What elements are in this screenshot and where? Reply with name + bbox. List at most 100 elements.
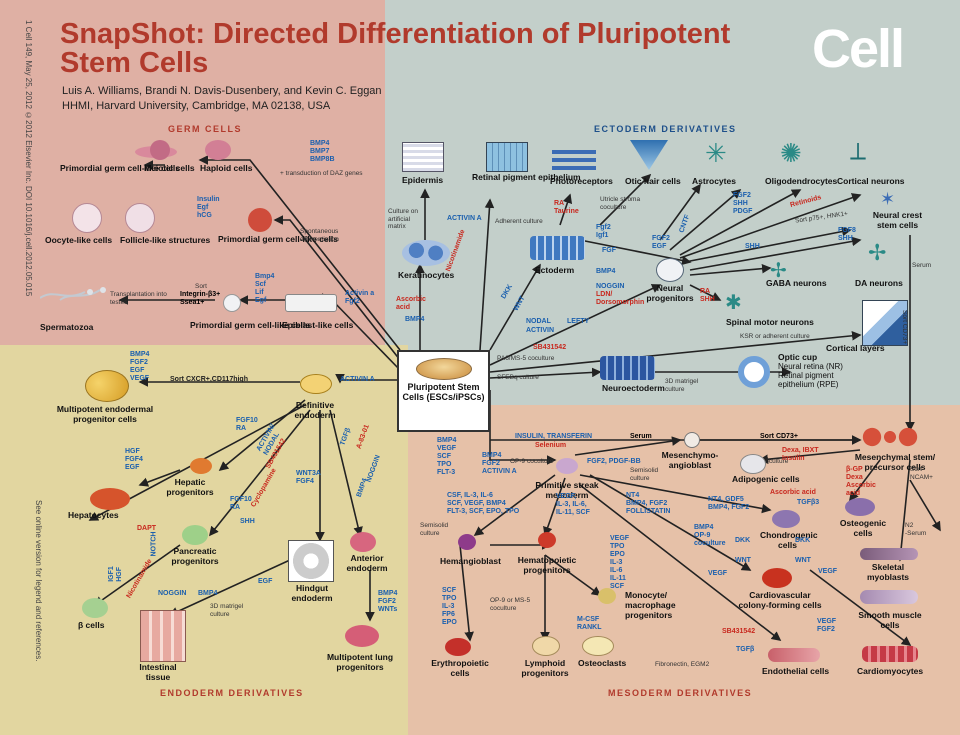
nt4-gdf5: NT4, GDF5 BMP4, FGF2 (708, 496, 750, 511)
ectoderm-icon (530, 236, 585, 260)
fgf10-ra2: FGF10 RA (230, 496, 252, 511)
lung-icon (345, 625, 379, 647)
optic-cup-icon (738, 356, 770, 388)
osteoclasts-label: Osteoclasts (578, 658, 627, 668)
anterior-label: Anterior endoderm (346, 553, 388, 573)
bmp4-op9: BMP4 OP-9 coculture (694, 524, 726, 547)
lung-label: Multipotent lung progenitors (326, 652, 394, 672)
follicle-label: Follicle-like structures (120, 235, 211, 245)
culture-dish-icon (415, 358, 472, 380)
fgf2-egf: FGF2 EGF (652, 235, 670, 250)
sfebq-note: SFEBq culture (497, 374, 539, 381)
haploid-label: Haploid cells (200, 163, 253, 173)
bmp4-meso2: BMP4 FGF2 ACTIVIN A (482, 452, 517, 475)
fgf-factor: FGF (602, 247, 616, 254)
epidermis-icon (402, 142, 444, 172)
side-note: See online version for legend and refere… (34, 500, 43, 662)
da-icon: ✢ (868, 240, 887, 265)
spermatozoa-icon (39, 284, 110, 302)
bmp4-ecto: BMP4 (596, 268, 616, 275)
bmp4-endo3: BMP4 (198, 590, 218, 597)
endothelial-label: Endothelial cells (762, 666, 830, 676)
pancreatic-icon (182, 525, 208, 545)
epidermis-label: Epidermis (402, 175, 444, 185)
vegf-meso3: VEGF (708, 570, 728, 577)
pgc-like3-label: Primordial germ cell-like cells (190, 320, 311, 330)
mesoderm-section-title: MESODERM DERIVATIVES (608, 688, 753, 698)
sb-meso: SB431542 (722, 628, 756, 635)
bmp4-meso: BMP4 VEGF SCF TPO FLT-3 (437, 437, 457, 476)
fibronectin: Fibronectin, EGM2 (655, 661, 710, 668)
spont-note: Spontaneous differentiation (300, 228, 339, 243)
authors-block: Luis A. Williams, Brandi N. Davis-Dusenb… (62, 84, 382, 114)
hematopoietic-icon (538, 532, 556, 548)
rpe-label: Retinal pigment epithelium (472, 172, 581, 182)
wnt-meso2: WNT (795, 557, 811, 564)
astrocytes-label: Astrocytes (692, 176, 736, 186)
pgc-cluster-icon (248, 208, 272, 232)
sort-cxcr: Sort CXCR+,CD117high (170, 376, 248, 383)
activin-ecto: ACTIVIN (526, 327, 554, 334)
title-line-2: Stem Cells (60, 47, 209, 79)
meiotic-cells-icon (150, 140, 170, 160)
fgf2-pdgf: FGF2, PDGF-BB (587, 458, 641, 465)
insulin-factors: Insulin Egf hCG (197, 196, 220, 219)
meiotic-label: Meiotic cells (144, 163, 195, 173)
tgfb3: TGFβ3 (797, 499, 820, 506)
definitive-label: Definitive endoderm (294, 400, 336, 420)
mesenchymal-label: Mesenchymal stem/ precursor cells (854, 452, 936, 472)
photoreceptor-icon (552, 150, 596, 170)
mcsf-rankl: M-CSF RANKL (577, 616, 602, 631)
affiliation: HHMI, Harvard University, Cambridge, MA … (62, 100, 331, 112)
hgf-endo: HGF FGF4 EGF (125, 448, 143, 471)
primitive-label: Primitive streak mesoderm (535, 480, 599, 500)
cortical-neurons-label: Cortical neurons (837, 176, 905, 186)
nodal-ecto: NODAL (526, 318, 551, 325)
cardiovascular-label: Cardiovascular colony-forming cells (738, 590, 822, 610)
cardiomyocyte-icon (862, 646, 918, 662)
osteogenic-label: Osteogenic cells (839, 518, 887, 538)
ectoderm-label: Ectoderm (535, 265, 575, 275)
follicle-icon (125, 203, 155, 233)
otic-label: Otic hair cells (625, 176, 681, 186)
sort-ncam: Sort NCAM+ (910, 466, 933, 481)
endoderm-section-title: ENDODERM DERIVATIVES (160, 688, 304, 698)
pgc-like2-label: Primordial germ cell-like cells (218, 234, 339, 244)
ra-taurine: RA Taurine (554, 200, 579, 215)
sort-label: Sort (195, 283, 207, 290)
serum-meso: Serum (630, 433, 652, 440)
vegf-il: VEGF, IL-3, IL-6, IL-11, SCF (556, 493, 590, 516)
spinal-label: Spinal motor neurons (726, 317, 814, 327)
hemangioblast-icon (458, 534, 476, 550)
spermatozoa-label: Spermatozoa (40, 322, 94, 332)
daz-note: + transduction of DAZ genes (280, 170, 363, 177)
pgc-like-label: Primordial germ cell-like cells (60, 163, 181, 173)
op9-note: OP-9 coculture (510, 458, 554, 465)
insulin-meso: INSULIN, TRANSFERIN (515, 433, 592, 440)
cardiomyocytes-label: Cardiomyocytes (857, 666, 924, 676)
multipotent-label: Multipotent endodermal progenitor cells (56, 404, 154, 424)
activin-factors: Activin a Fgf2 (345, 290, 375, 305)
keratinocytes-label: Keratinocytes (398, 270, 455, 280)
cortical-neuron-icon: ⟂ (850, 138, 867, 165)
ascorbic-meso: Ascorbic acid (770, 489, 816, 496)
selenium: Selenium (535, 442, 567, 449)
oocyte-icon (72, 203, 102, 233)
chondrogenic-label: Chondrogenic cells (760, 530, 818, 550)
bmp4-endo: BMP4 FGF2 EGF VEGF (130, 351, 150, 382)
pluripotent-stem-cells-box: Pluripotent Stem Cells (ESCs/iPSCs) (397, 350, 490, 432)
dexa-ibxt: Dexa, IBXT Insulin (782, 447, 819, 462)
germ-cells-quadrant (0, 0, 385, 345)
monocyte-icon (598, 588, 616, 604)
hepatic-icon (190, 458, 212, 474)
activin-endo: ACTIVIN A (340, 376, 375, 383)
matrigel-note: 3D matrigel culture (665, 378, 699, 393)
shh-factor: SHH (745, 243, 760, 250)
multipotent-endoderm-icon (85, 370, 129, 402)
primitive-streak-icon (556, 458, 578, 474)
gaba-icon: ✢ (770, 260, 787, 282)
op9-note2: OP-9 coculture (745, 458, 789, 465)
photoreceptors-label: Photoreceptors (550, 176, 613, 186)
